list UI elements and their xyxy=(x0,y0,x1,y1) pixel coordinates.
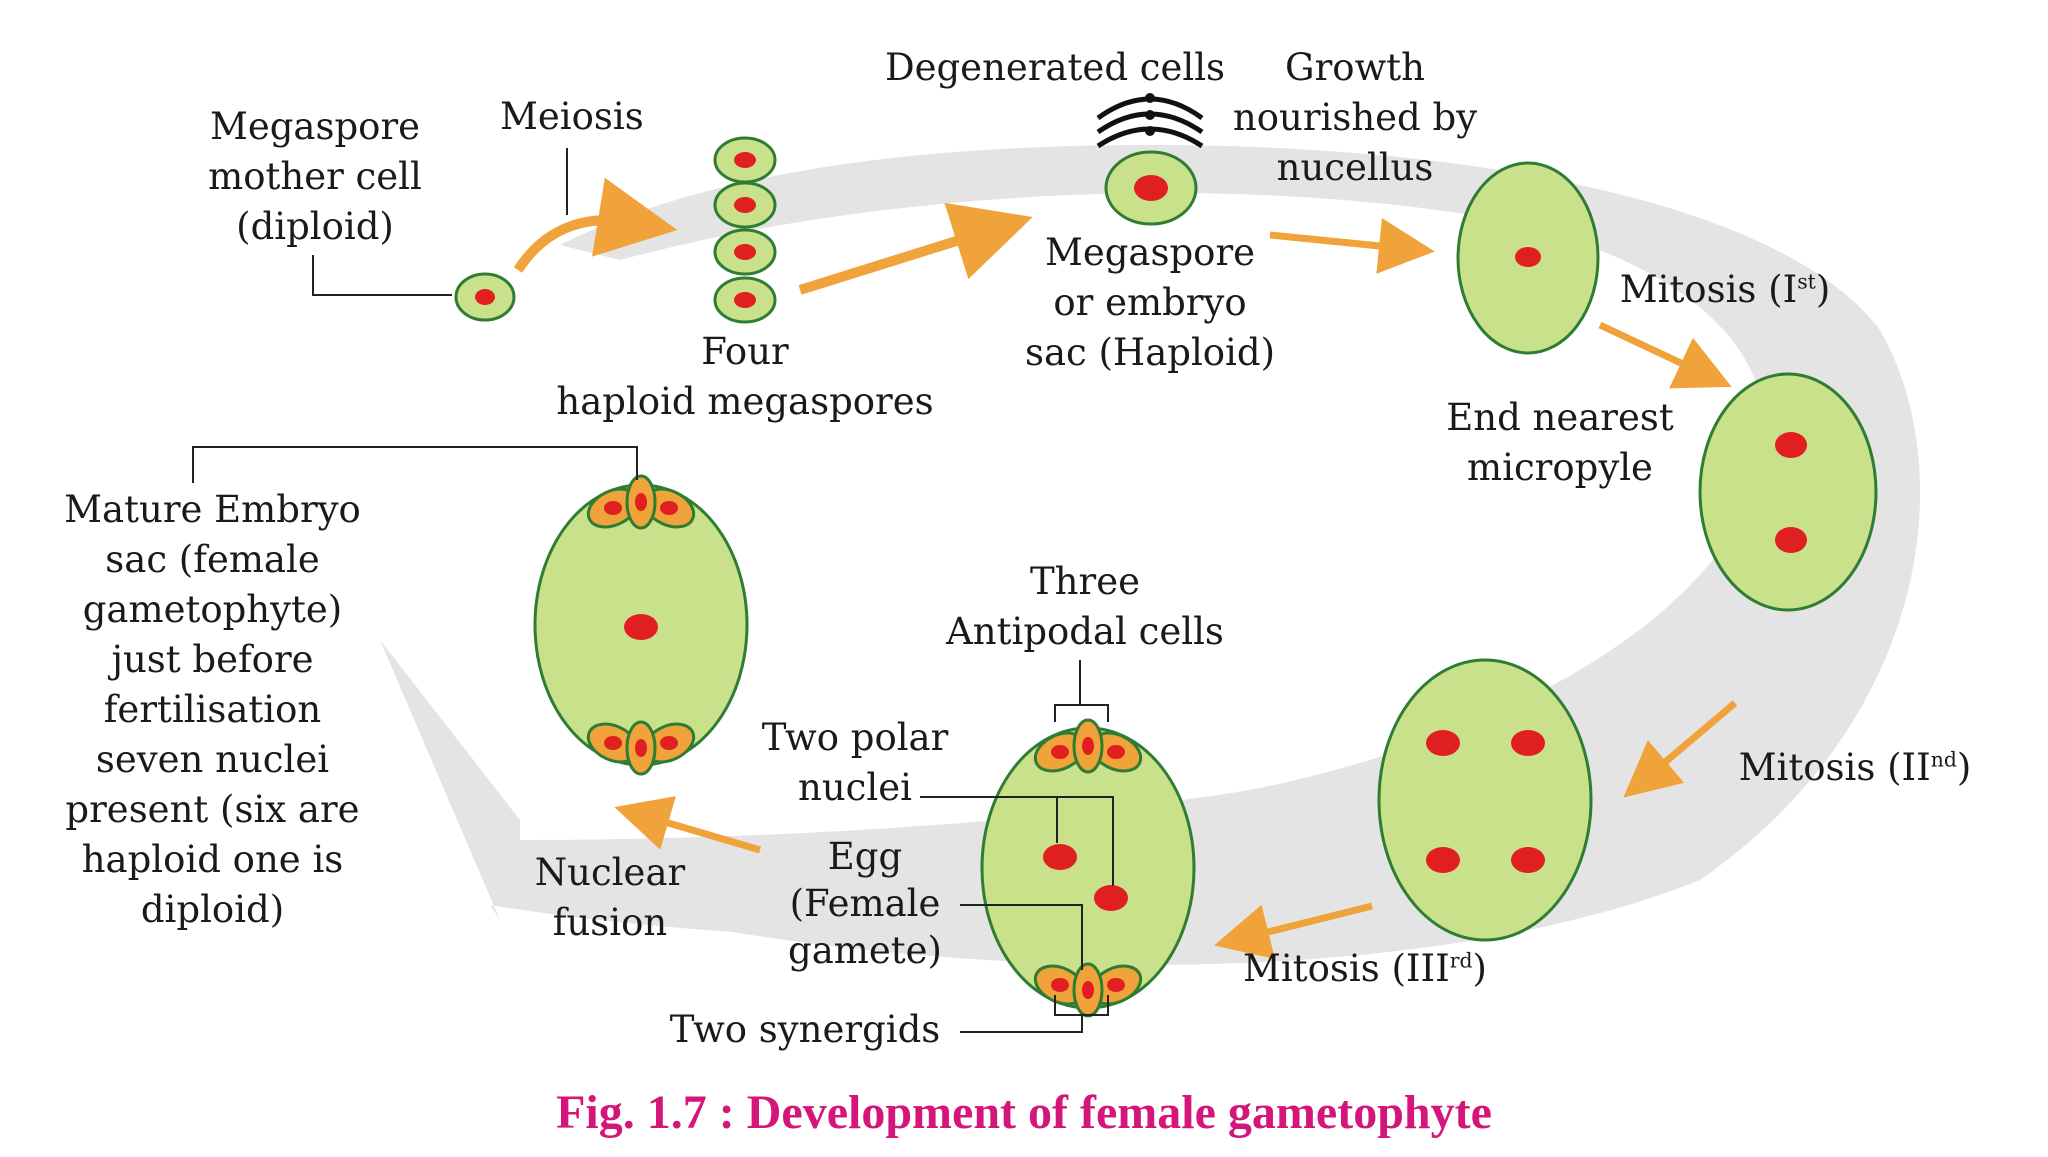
label-megaspore-mother-cell: Megaspore mother cell (diploid) xyxy=(208,105,422,248)
mitosis-2-arrow xyxy=(1623,700,1738,798)
arrow-to-growth-cell xyxy=(1269,218,1435,274)
polar-nucleus-lower xyxy=(1094,885,1128,911)
nuclear-fusion-arrow xyxy=(614,796,761,854)
growing-embryo-sac xyxy=(1456,161,1600,355)
antipodal-cells xyxy=(1033,718,1143,774)
label-egg: Egg (Female gamete) xyxy=(788,835,942,972)
label-growth-nourished: Growth nourished by nucellus xyxy=(1232,46,1478,189)
label-end-nearest-micropyle: End nearest micropyle xyxy=(1446,396,1674,489)
label-degenerated-cells: Degenerated cells xyxy=(884,46,1226,89)
mother-cell-leader-line xyxy=(312,255,452,296)
mature-sac-leader-line xyxy=(192,446,638,483)
figure-caption: Fig. 1.7 : Development of female gametop… xyxy=(556,1086,1492,1139)
label-meiosis: Meiosis xyxy=(500,95,644,138)
mature-egg-apparatus xyxy=(586,720,696,776)
degenerated-cells xyxy=(1096,93,1204,149)
label-mitosis-2: Mitosis (IInd) xyxy=(1738,746,1972,789)
eight-nucleate-embryo-sac xyxy=(980,718,1196,1018)
cycle-arrow-tail xyxy=(380,640,780,935)
egg-apparatus xyxy=(1033,962,1143,1018)
functional-megaspore xyxy=(1104,150,1198,226)
mature-antipodal-cells xyxy=(586,474,696,530)
mitosis-1-arrow xyxy=(1598,321,1732,389)
polar-nucleus-upper xyxy=(1043,844,1077,870)
meiosis-arrow xyxy=(513,177,678,273)
label-mitosis-1: Mitosis (Ist) xyxy=(1619,268,1831,311)
label-nuclear-fusion: Nuclear fusion xyxy=(534,851,686,944)
mitosis-3-arrow xyxy=(1214,902,1373,960)
label-four-haploid-megaspores: Four haploid megaspores xyxy=(556,330,934,423)
label-mitosis-3: Mitosis (IIIrd) xyxy=(1243,947,1487,990)
label-two-polar-nuclei: Two polar nuclei xyxy=(761,716,949,809)
megaspore-mother-cell xyxy=(454,272,516,322)
arrow-to-megaspore xyxy=(798,202,1033,295)
mature-embryo-sac xyxy=(533,474,749,776)
label-two-synergids: Two synergids xyxy=(669,1008,941,1051)
eight-nucleate-leader-lines xyxy=(920,660,1114,1033)
label-three-antipodal-cells: Three Antipodal cells xyxy=(946,560,1224,653)
label-megaspore-embryo-sac: Megaspore or embryo sac (Haploid) xyxy=(1024,231,1276,374)
four-haploid-megaspores xyxy=(713,136,777,324)
four-nucleate-embryo-sac xyxy=(1377,658,1593,942)
secondary-nucleus xyxy=(624,614,658,640)
label-mature-embryo-sac: Mature Embryo sac (female gametophyte) j… xyxy=(64,488,361,931)
two-nucleate-embryo-sac xyxy=(1698,372,1878,612)
